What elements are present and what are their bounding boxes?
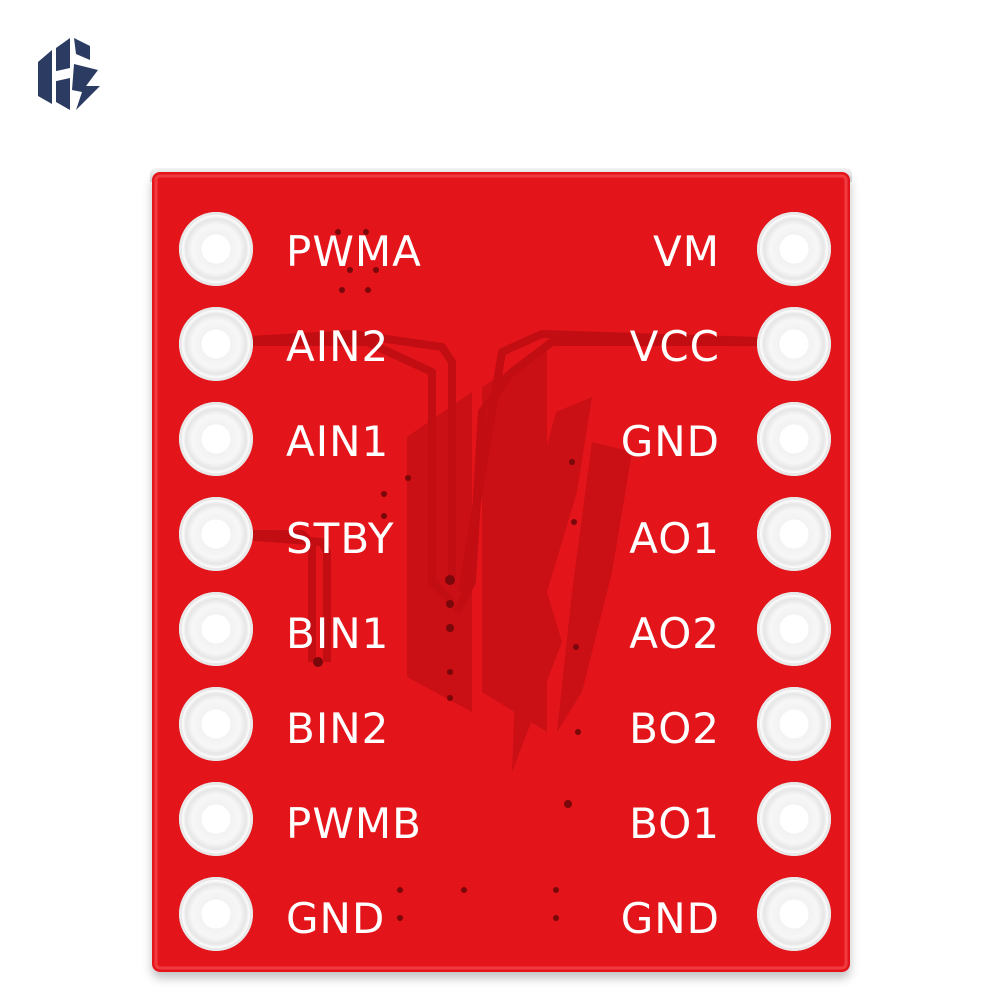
pad-left-6 — [179, 687, 253, 761]
pcb-artwork — [152, 172, 850, 972]
pad-right-1 — [757, 212, 831, 286]
pin-label-right: VCC — [629, 322, 720, 371]
pin-label-left: AIN2 — [286, 322, 390, 371]
pin-label-right: BO2 — [629, 704, 720, 753]
pad-left-4 — [179, 497, 253, 571]
pad-left-7 — [179, 782, 253, 856]
pin-label-right: GND — [620, 894, 720, 943]
pad-left-1 — [179, 212, 253, 286]
pin-label-left: PWMA — [286, 227, 422, 276]
hs-logo-icon — [38, 38, 100, 110]
pin-label-right: GND — [620, 417, 720, 466]
pad-left-5 — [179, 592, 253, 666]
pad-right-7 — [757, 782, 831, 856]
pad-left-2 — [179, 307, 253, 381]
pad-right-2 — [757, 307, 831, 381]
pad-left-8 — [179, 877, 253, 951]
pin-label-left: PWMB — [286, 799, 422, 848]
pin-label-right: BO1 — [629, 799, 720, 848]
pad-left-3 — [179, 402, 253, 476]
pin-label-left: BIN1 — [286, 609, 390, 658]
pad-right-8 — [757, 877, 831, 951]
pin-label-right: AO1 — [629, 514, 720, 563]
pcb-board: PWMA AIN2 AIN1 STBY BIN1 BIN2 PWMB GND V… — [152, 172, 850, 972]
pad-right-5 — [757, 592, 831, 666]
pin-label-right: VM — [653, 227, 720, 276]
pad-right-6 — [757, 687, 831, 761]
pin-label-left: GND — [286, 894, 386, 943]
pad-right-4 — [757, 497, 831, 571]
pin-label-right: AO2 — [629, 609, 720, 658]
pin-label-left: STBY — [286, 514, 395, 563]
pad-right-3 — [757, 402, 831, 476]
pin-label-left: BIN2 — [286, 704, 390, 753]
pin-label-left: AIN1 — [286, 417, 390, 466]
